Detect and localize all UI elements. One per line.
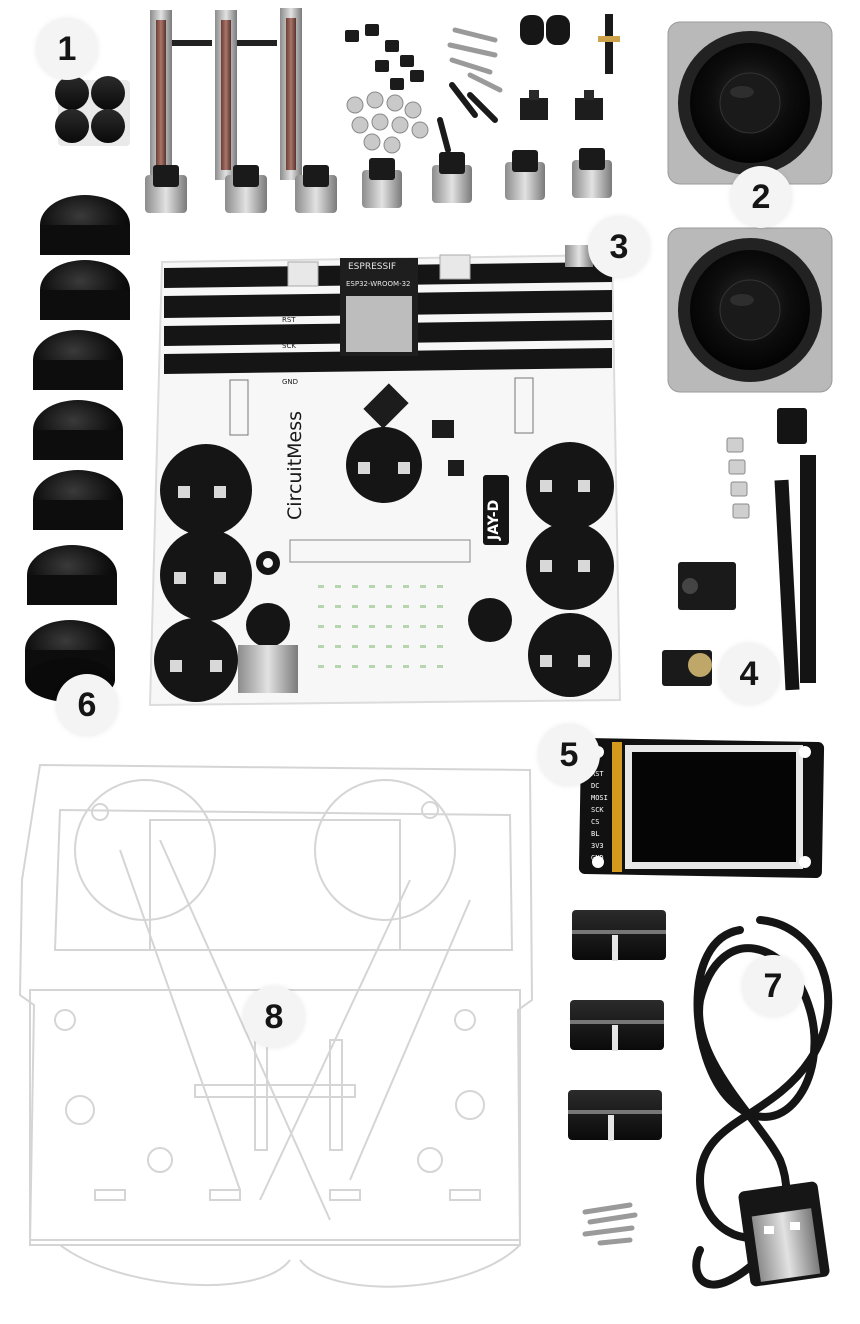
badge-3: 3: [588, 216, 650, 278]
pcb-pin-rst: RST: [282, 316, 296, 324]
badge-4: 4: [718, 643, 780, 705]
speaker-bottom: [667, 227, 833, 393]
display-pin-rst: RST: [591, 770, 604, 778]
pcb-model-label: JAY-D: [486, 499, 502, 540]
display-pin-sck: SCK: [591, 806, 604, 814]
rotary-potentiometers: [145, 148, 612, 213]
slider-caps: [568, 910, 666, 1141]
badge-1: 1: [36, 18, 98, 80]
display-pin-cs: CS: [591, 818, 600, 826]
screws-and-nuts: [345, 24, 503, 154]
badge-5: 5: [538, 724, 600, 786]
knob-caps: [25, 195, 130, 702]
pcb-pin-sck: SCK: [282, 342, 296, 350]
chip-model-label: ESP32-WROOM-32: [346, 280, 411, 288]
badge-2: 2: [730, 166, 792, 228]
loose-screws: [582, 1202, 638, 1246]
pcb-pin-cs: CS: [282, 355, 292, 363]
usb-plug: [738, 1181, 830, 1287]
speaker-top: [667, 21, 833, 185]
badge-6: 6: [56, 674, 118, 736]
badge-7: 7: [742, 955, 804, 1017]
display-pin-bl: BL: [591, 830, 600, 838]
rubber-feet: [55, 76, 130, 146]
standoffs-and-parts: [662, 408, 816, 691]
slide-potentiometers: [150, 8, 302, 180]
display-pin-gnd: GND: [591, 854, 604, 862]
pcb-brand-label: CircuitMess: [284, 410, 306, 520]
pcb-pin-gnd: GND: [282, 378, 299, 386]
main-pcb: [148, 245, 622, 707]
display-module: [578, 738, 825, 879]
misc-components: [520, 14, 620, 120]
display-pin-mosi: MOSI: [591, 794, 608, 802]
chip-brand-label: ESPRESSIF: [348, 262, 397, 272]
display-pin-3v3: 3V3: [591, 842, 604, 850]
display-pin-dc: DC: [591, 782, 600, 790]
badge-8: 8: [243, 986, 305, 1048]
